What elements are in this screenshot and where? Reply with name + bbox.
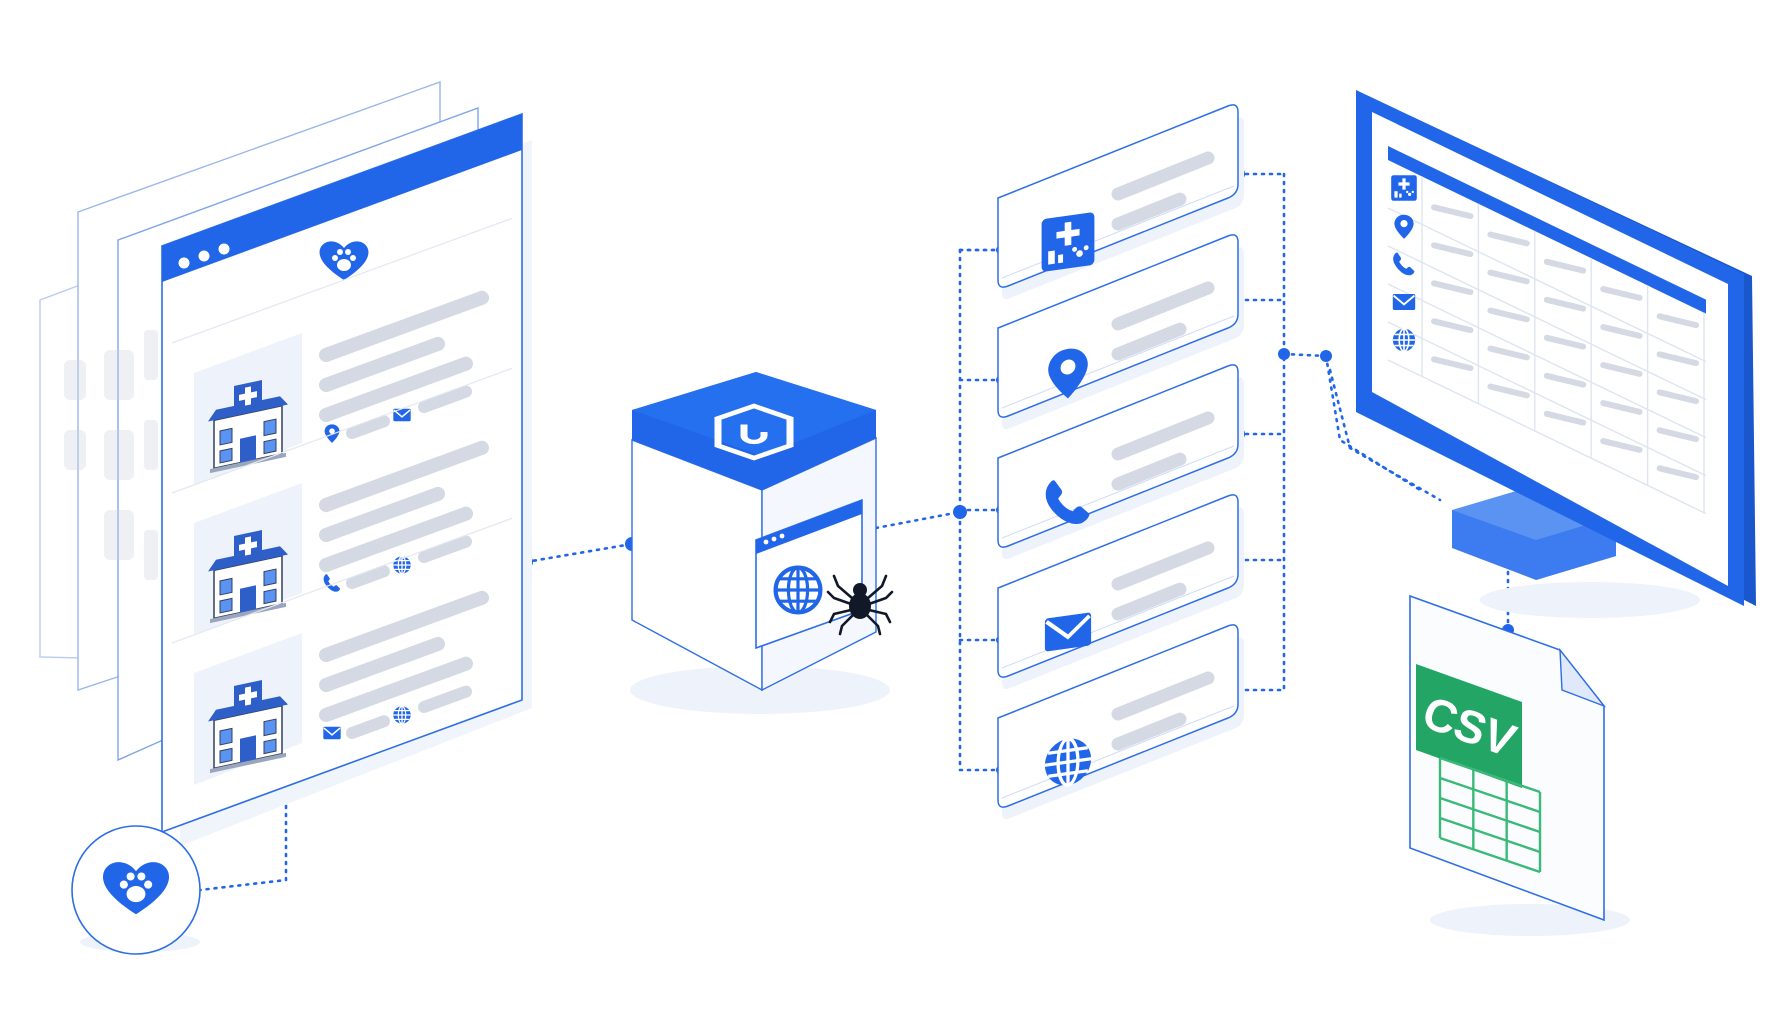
table-cell-placeholder [1600, 324, 1643, 339]
table-header [1388, 146, 1706, 314]
scraper-cube [630, 372, 894, 714]
field-card [997, 494, 1244, 690]
table-cell-placeholder [1543, 410, 1587, 426]
field-card [997, 234, 1244, 430]
window-dot-2 [198, 250, 210, 262]
table-cell-placeholder [1487, 307, 1530, 323]
field-value-placeholder [1111, 541, 1215, 591]
table-cell-placeholder [1543, 296, 1587, 312]
row-divider [171, 367, 513, 494]
field-value-placeholder [1111, 281, 1215, 331]
contact-placeholder [418, 535, 472, 563]
listing-detail-placeholder [319, 656, 473, 722]
table-cell-placeholder [1656, 351, 1699, 367]
listing-subtitle-placeholder [319, 486, 445, 542]
table-cell-placeholder [1431, 280, 1474, 296]
table-cell-placeholder [1656, 389, 1699, 405]
brand-badge [71, 825, 201, 955]
connector-node [953, 505, 967, 519]
field-card [997, 364, 1244, 560]
window-dot-3 [218, 243, 230, 255]
listing-detail-placeholder [319, 506, 473, 572]
cards-to-monitor-link [1282, 352, 1328, 358]
extracted-field-cards [997, 104, 1244, 820]
globe-icon [392, 705, 412, 725]
window-dot-1 [178, 257, 190, 269]
contact-placeholder [418, 385, 472, 413]
field-card [997, 104, 1244, 300]
contact-placeholder [346, 415, 390, 439]
field-value-placeholder [1111, 452, 1187, 491]
listing-row [171, 367, 513, 635]
hexagon-logo-icon [714, 403, 794, 461]
table-cell-placeholder [1600, 400, 1643, 415]
page-to-cube-link [524, 542, 634, 564]
listing-row [171, 217, 513, 485]
globe-icon [773, 565, 823, 615]
listing-title-placeholder [319, 590, 489, 662]
table-cell-placeholder [1431, 356, 1474, 372]
csv-grid-icon [1438, 756, 1542, 874]
envelope-icon [322, 726, 342, 740]
table-cell-placeholder [1656, 427, 1699, 443]
table-cell-placeholder [1543, 334, 1587, 350]
listing-detail-placeholder [319, 356, 473, 422]
listing-title-placeholder [319, 440, 489, 512]
csv-file: CSV [1409, 594, 1630, 936]
table-cell-placeholder [1487, 269, 1530, 285]
page-to-badge-link [198, 788, 288, 892]
table-cell-placeholder [1543, 372, 1587, 388]
listing-subtitle-placeholder [319, 636, 445, 692]
vet-clinic-icon [1041, 211, 1095, 273]
table-cell-placeholder [1600, 438, 1643, 453]
table-cell-placeholder [1656, 465, 1699, 481]
dotted-link [1328, 368, 1442, 502]
table-cell-placeholder [1543, 258, 1587, 274]
field-card [997, 624, 1244, 820]
table-cell-placeholder [1487, 231, 1530, 247]
table-cell-placeholder [1487, 345, 1530, 361]
contact-placeholder [346, 715, 390, 739]
listing-row [171, 517, 513, 785]
data-table [1387, 146, 1707, 515]
field-value-placeholder [1111, 151, 1215, 201]
contact-placeholder [346, 565, 390, 589]
table-cell-placeholder [1431, 318, 1474, 334]
table-cell-placeholder [1600, 286, 1643, 301]
row-divider [171, 517, 513, 644]
envelope-icon [1042, 610, 1094, 654]
file-fold [1559, 647, 1607, 708]
listing-pages-stack [39, 81, 532, 846]
field-value-placeholder [1111, 411, 1215, 461]
contact-placeholder [418, 685, 472, 713]
field-value-placeholder [1111, 582, 1187, 621]
monitor [1356, 90, 1756, 618]
listing-title-placeholder [319, 290, 489, 362]
field-value-placeholder [1111, 322, 1187, 361]
table-cell-placeholder [1656, 313, 1699, 329]
cube-to-cards-link [874, 510, 962, 530]
globe-icon [1392, 327, 1416, 353]
monitor-screen [1372, 112, 1728, 586]
vet-clinic-icon [1391, 175, 1417, 201]
table-cell-placeholder [1600, 362, 1643, 377]
csv-label-box [1416, 664, 1522, 788]
field-value-placeholder [1111, 712, 1187, 751]
listing-subtitle-placeholder [319, 336, 445, 392]
row-divider [171, 217, 513, 344]
table-cell-placeholder [1431, 242, 1474, 258]
field-value-placeholder [1111, 192, 1187, 231]
field-value-placeholder [1111, 671, 1215, 721]
main-listing-page [161, 112, 532, 846]
page-title-bar [162, 114, 522, 282]
crawler-browser-window [755, 498, 863, 650]
connector-node [1278, 348, 1290, 360]
envelope-icon [1391, 293, 1417, 311]
table-cell-placeholder [1487, 383, 1530, 399]
table-cell-placeholder [1431, 204, 1474, 220]
